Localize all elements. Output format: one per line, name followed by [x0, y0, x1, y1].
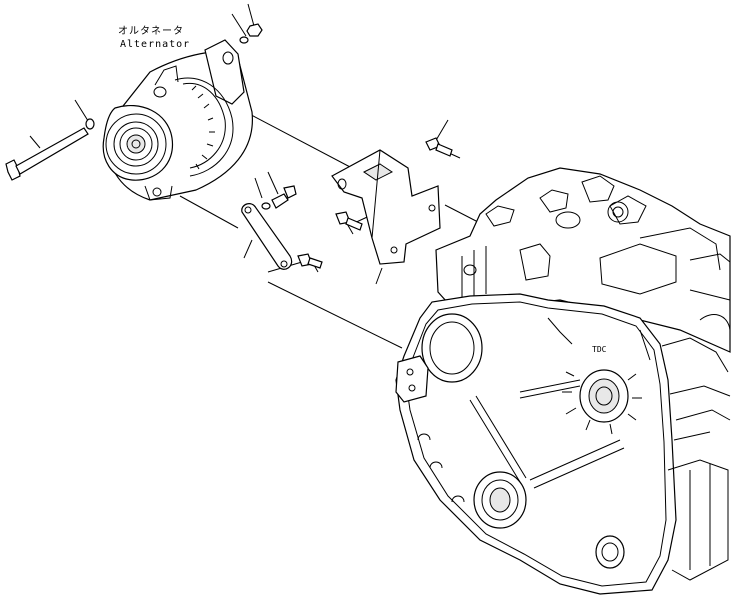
assembly-guide-lines — [179, 107, 479, 349]
bolt-link-lower — [297, 253, 323, 269]
adjusting-link — [241, 203, 293, 270]
engine-block-upper — [435, 167, 731, 353]
engine-block-right-side — [661, 337, 731, 441]
bolt-bracket-top — [425, 137, 453, 157]
bolt-with-washer-middle — [261, 185, 297, 210]
bolt-bracket-left — [335, 211, 363, 231]
alternator-label-japanese: オルタネータ — [118, 26, 184, 37]
alternator-label-english: Alternator — [120, 39, 191, 50]
front-timing-cover: TDC — [395, 293, 729, 595]
through-bolt — [5, 118, 95, 181]
alternator — [102, 39, 253, 201]
alternator-bracket — [331, 149, 441, 265]
washer-and-nut-top — [239, 23, 263, 44]
tdc-marking: TDC — [592, 345, 607, 354]
